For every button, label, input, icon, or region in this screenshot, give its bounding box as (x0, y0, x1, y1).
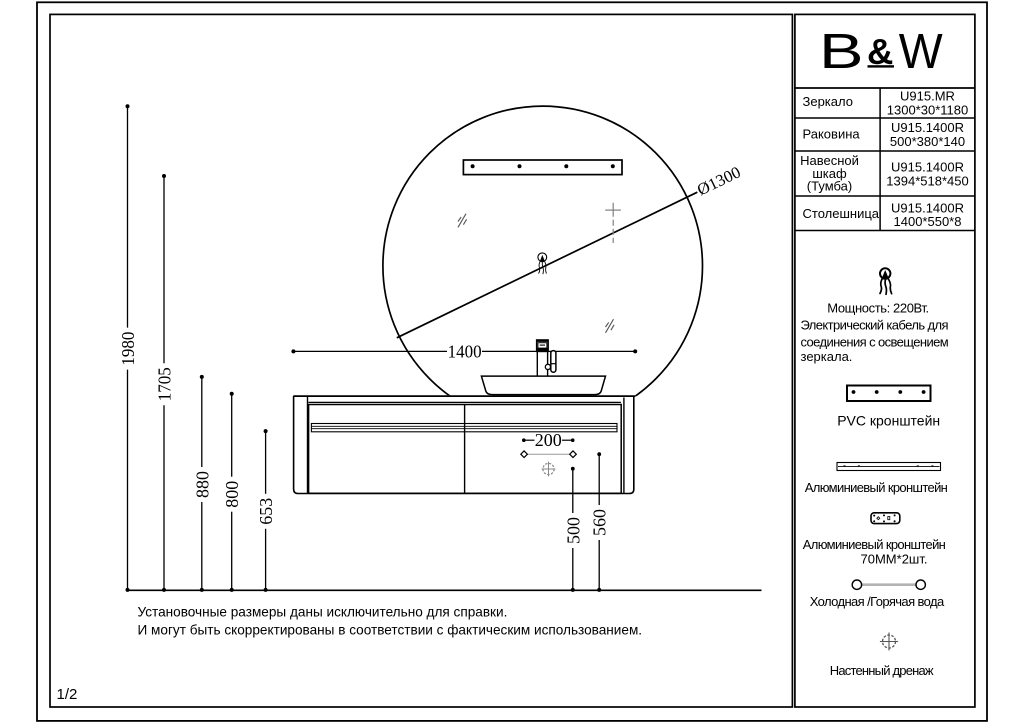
svg-text:шкаф: шкаф (812, 166, 847, 181)
svg-text:653: 653 (256, 498, 276, 525)
svg-text:Установочные размеры даны искл: Установочные размеры даны исключительно … (138, 604, 508, 619)
svg-text:W: W (899, 25, 944, 80)
svg-text:Настенный дренаж: Настенный дренаж (830, 663, 934, 678)
svg-text:1394*518*450: 1394*518*450 (886, 174, 968, 189)
svg-text:1400*550*8: 1400*550*8 (894, 214, 962, 229)
svg-text:Зеркало: Зеркало (803, 94, 853, 109)
svg-text:Раковина: Раковина (803, 126, 861, 141)
svg-text:1/2: 1/2 (57, 686, 78, 703)
svg-text:70ММ*2шт.: 70ММ*2шт. (861, 552, 928, 567)
svg-text:U915.MR: U915.MR (900, 89, 955, 104)
svg-text:(Тумба): (Тумба) (807, 178, 852, 193)
svg-text:соединения с освещением: соединения с освещением (801, 335, 949, 350)
svg-text:Навесной: Навесной (800, 153, 859, 168)
svg-text:Столешница: Столешница (803, 206, 880, 221)
svg-text:U915.1400R: U915.1400R (891, 200, 964, 215)
svg-text:1980: 1980 (118, 332, 138, 366)
svg-text:зеркала.: зеркала. (801, 349, 853, 364)
svg-text:Алюминиевый кронштейн: Алюминиевый кронштейн (803, 537, 946, 552)
svg-text:500: 500 (563, 517, 583, 544)
svg-text:U915.1400R: U915.1400R (891, 120, 964, 135)
svg-text:PVC кронштейн: PVC кронштейн (837, 413, 940, 429)
svg-text:560: 560 (590, 509, 610, 536)
svg-text:И могут быть скорректированы в: И могут быть скорректированы в соответст… (138, 622, 643, 637)
svg-text:U915.1400R: U915.1400R (891, 159, 964, 174)
svg-text:Алюминиевый кронштейн: Алюминиевый кронштейн (805, 480, 948, 495)
svg-text:1300*30*1180: 1300*30*1180 (887, 103, 968, 118)
svg-text:&: & (867, 31, 893, 72)
svg-text:Мощность: 220Вт.: Мощность: 220Вт. (827, 301, 928, 316)
svg-text:1400: 1400 (448, 341, 482, 361)
svg-text:Холодная /Горячая вода: Холодная /Горячая вода (810, 594, 945, 609)
svg-text:B: B (819, 24, 864, 79)
svg-text:200: 200 (535, 430, 562, 450)
svg-text:500*380*140: 500*380*140 (890, 134, 965, 149)
svg-text:Электрический кабель для: Электрический кабель для (801, 318, 949, 333)
svg-text:800: 800 (222, 481, 242, 508)
svg-text:880: 880 (192, 471, 212, 498)
svg-text:1705: 1705 (155, 367, 175, 401)
